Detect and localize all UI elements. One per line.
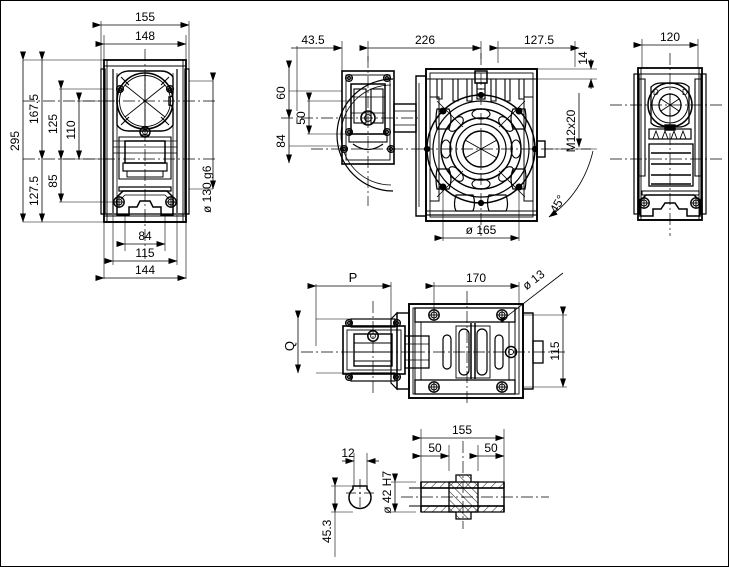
front-elevation-dimensions: 43.5 226 127.5 14 60 84 50 M12x20 [274, 33, 594, 241]
dim-155: 155 [135, 10, 155, 24]
dim-85: 85 [46, 174, 60, 188]
dim-leader-45deg [548, 150, 594, 218]
dim-120: 120 [660, 30, 680, 44]
view-plan: P Q 170 ø 13 115 [282, 267, 567, 405]
front-elevation-motor-adaptor [336, 70, 417, 192]
dim-226: 226 [415, 33, 435, 47]
keyway-dimensions: 12 45.3 [320, 446, 379, 557]
dim-130-g6: ø 130 g6 [200, 165, 214, 213]
front-elevation-gearbox-body [415, 68, 546, 222]
dim-12: 12 [341, 446, 355, 460]
svg-text:D: D [682, 88, 688, 97]
dim-14: 14 [576, 51, 590, 65]
svg-text:D: D [653, 88, 659, 97]
view-hollow-shaft-section: ø 42 H7 155 50 50 [380, 423, 549, 529]
dim-155b: 155 [452, 423, 472, 437]
dim-P: P [349, 270, 358, 285]
keyway-geometry [346, 479, 374, 510]
dim-13: ø 13 [520, 267, 548, 293]
dim-42-h7: ø 42 H7 [380, 471, 394, 514]
dim-43-5: 43.5 [301, 33, 325, 47]
view-right-elevation: D D [610, 30, 723, 236]
keyway-extension-lines [331, 453, 368, 513]
dim-165: ø 165 [466, 223, 497, 237]
plan-motor-adaptor [342, 318, 430, 382]
plan-centrelines [301, 291, 567, 405]
left-elevation-dimensions: 155 148 295 167.5 127.5 125 110 85 ø 130 [8, 10, 216, 281]
dim-110: 110 [64, 120, 78, 139]
dim-167-5: 167.5 [27, 94, 41, 124]
dim-295: 295 [8, 131, 22, 151]
dim-84b: 84 [274, 134, 288, 148]
view-left-elevation: 155 148 295 167.5 127.5 125 110 85 ø 130 [8, 10, 216, 281]
dim-leader-13 [499, 272, 564, 323]
dim-60: 60 [274, 86, 288, 100]
dim-125: 125 [46, 114, 60, 134]
dim-50b: 50 [484, 441, 498, 455]
dim-127-5b: 127.5 [524, 33, 554, 47]
dim-45-degree: 45° [547, 192, 568, 215]
left-elevation-centrelines [23, 49, 215, 259]
dim-Q: Q [282, 341, 297, 351]
shaft-section-centrelines [401, 441, 549, 529]
dim-127-5: 127.5 [27, 176, 41, 206]
right-elevation-centrelines [610, 53, 723, 236]
dim-148: 148 [135, 29, 155, 43]
dim-115b: 115 [548, 341, 562, 360]
shaft-section-dimensions: ø 42 H7 155 50 50 [380, 423, 505, 514]
front-elevation-centrelines [281, 53, 591, 236]
dim-170: 170 [466, 271, 486, 285]
dim-115: 115 [135, 246, 154, 260]
dim-50a: 50 [428, 441, 442, 455]
right-elevation-body: D D [633, 67, 707, 221]
view-keyway-detail: 12 45.3 [320, 446, 379, 557]
dim-45-3: 45.3 [320, 519, 334, 543]
plan-dimensions: P Q 170 ø 13 115 [282, 267, 566, 388]
dim-144: 144 [135, 263, 155, 277]
dim-m12x20: M12x20 [564, 109, 578, 152]
dim-50: 50 [294, 111, 308, 125]
front-elevation-extension-lines [289, 41, 597, 241]
dim-84: 84 [138, 229, 152, 243]
view-front-elevation: 43.5 226 127.5 14 60 84 50 M12x20 [274, 33, 597, 241]
right-elevation-dimensions: 120 [633, 30, 699, 48]
